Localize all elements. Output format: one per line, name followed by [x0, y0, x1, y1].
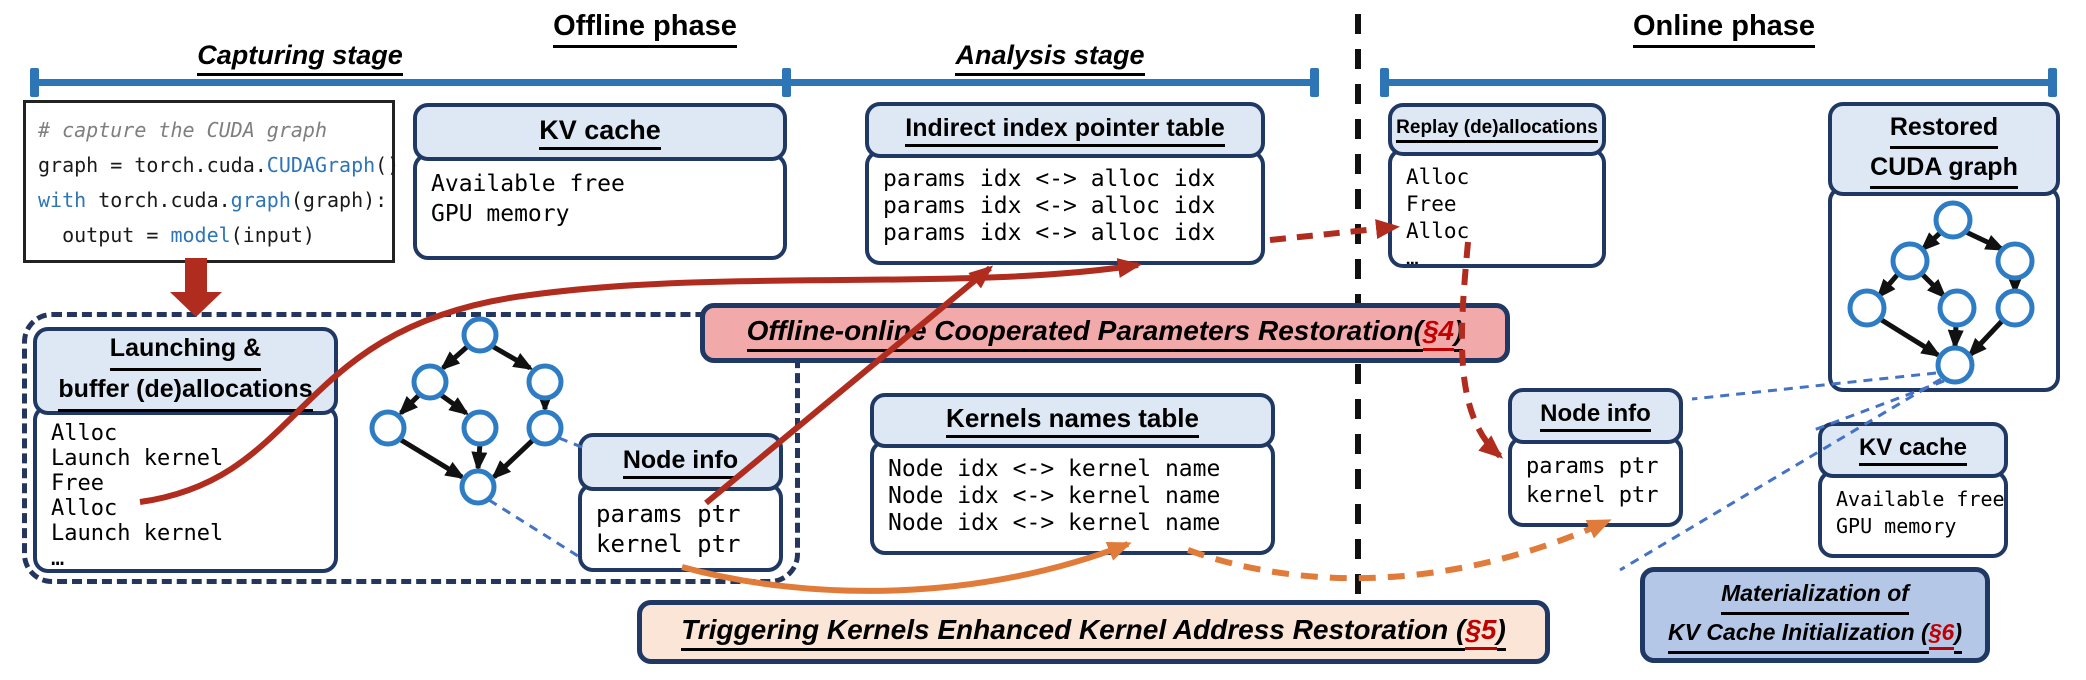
restored-cuda-graph-body: [1828, 186, 2060, 392]
replay-deallocations-title: Replay (de)allocations: [1388, 103, 1606, 156]
node-info-online-box: Node info params ptr kernel ptr: [1508, 388, 1683, 527]
table-row: Node idx <-> kernel name: [888, 456, 1221, 482]
offline-phase-label: Offline phase: [495, 10, 795, 48]
banner-s6-line2: KV Cache Initialization (§6): [1668, 615, 1962, 654]
node-info-offline-title: Node info: [578, 433, 783, 491]
table-row: Alloc: [51, 421, 118, 446]
code-line: with torch.cuda.graph(graph):: [38, 188, 388, 212]
table-row: Alloc: [1406, 165, 1470, 189]
kv-cache-offline-title: KV cache: [413, 103, 787, 161]
table-row: params ptr: [1526, 454, 1659, 479]
banner-parameters-restoration-s4: Offline-online Cooperated Parameters Res…: [700, 303, 1510, 363]
banner-s6-line1: Materialization of: [1721, 576, 1909, 615]
banner-s4-text: Offline-online Cooperated Parameters Res…: [746, 314, 1464, 352]
table-row: params ptr: [596, 500, 741, 528]
table-row: Available free: [431, 171, 625, 197]
banner-kv-cache-materialization-s6: Materialization of KV Cache Initializati…: [1640, 567, 1990, 663]
banner-kernel-address-restoration-s5: Triggering Kernels Enhanced Kernel Addre…: [637, 600, 1550, 664]
table-row: Free: [1406, 192, 1457, 216]
table-row: GPU memory: [431, 201, 570, 227]
online-phase-label: Online phase: [1574, 10, 1874, 48]
table-row: …: [51, 546, 65, 571]
indirect-index-pointer-table-title: Indirect index pointer table: [865, 102, 1265, 158]
table-row: Alloc: [51, 496, 118, 521]
restored-cuda-graph-box: Restored CUDA graph: [1828, 102, 2060, 392]
table-row: Free: [51, 471, 104, 496]
code-line: # capture the CUDA graph: [38, 118, 327, 142]
table-row: Alloc: [1406, 219, 1470, 243]
code-line: graph = torch.cuda.CUDAGraph(): [38, 153, 400, 177]
table-row: kernel ptr: [596, 530, 741, 558]
indirect-index-pointer-table-box: Indirect index pointer table params idx …: [865, 102, 1265, 265]
table-row: params idx <-> alloc idx: [883, 166, 1216, 192]
offline-timeline-left-cap: [30, 68, 39, 97]
banner-s5-text: Triggering Kernels Enhanced Kernel Addre…: [681, 613, 1506, 651]
table-row: Node idx <-> kernel name: [888, 483, 1221, 509]
launching-buffer-deallocations-box: Launching & buffer (de)allocations Alloc…: [33, 327, 338, 573]
node-info-online-title: Node info: [1508, 388, 1683, 444]
table-row: GPU memory: [1836, 514, 1957, 538]
table-row: …: [1406, 246, 1419, 268]
kernels-names-table-title: Kernels names table: [870, 393, 1275, 448]
table-row: kernel ptr: [1526, 483, 1659, 508]
offline-timeline-right-cap: [1310, 68, 1319, 97]
cuda-capture-code-block: # capture the CUDA graph graph = torch.cu…: [23, 100, 400, 263]
kv-cache-online-title: KV cache: [1818, 422, 2008, 478]
table-row: Launch kernel: [51, 521, 224, 546]
code-to-capture-block-arrow: [170, 258, 222, 317]
kernels-names-table-box: Kernels names table Node idx <-> kernel …: [870, 393, 1275, 555]
online-timeline-right-cap: [2048, 68, 2057, 97]
online-timeline-bar: [1384, 79, 2054, 86]
offline-timeline-bar: [33, 79, 1317, 86]
table-row: Node idx <-> kernel name: [888, 510, 1221, 536]
launching-buffer-deallocations-title: Launching & buffer (de)allocations: [33, 327, 338, 415]
node-info-online-body: params ptr kernel ptr: [1508, 436, 1683, 527]
table-row: params idx <-> alloc idx: [883, 193, 1216, 219]
offline-timeline-stage-tick: [782, 68, 791, 97]
code-line: output = model(input): [38, 223, 315, 247]
table-row: Launch kernel: [51, 446, 224, 471]
table-row: Available free: [1836, 487, 2005, 511]
analysis-stage-label: Analysis stage: [900, 40, 1200, 76]
restored-cuda-graph-title: Restored CUDA graph: [1828, 102, 2060, 196]
table-row: params idx <-> alloc idx: [883, 220, 1216, 246]
online-timeline-left-cap: [1380, 68, 1389, 97]
capturing-stage-label: Capturing stage: [150, 40, 450, 76]
indirect-table-to-replay-dashed-arrow: [1269, 219, 1400, 243]
